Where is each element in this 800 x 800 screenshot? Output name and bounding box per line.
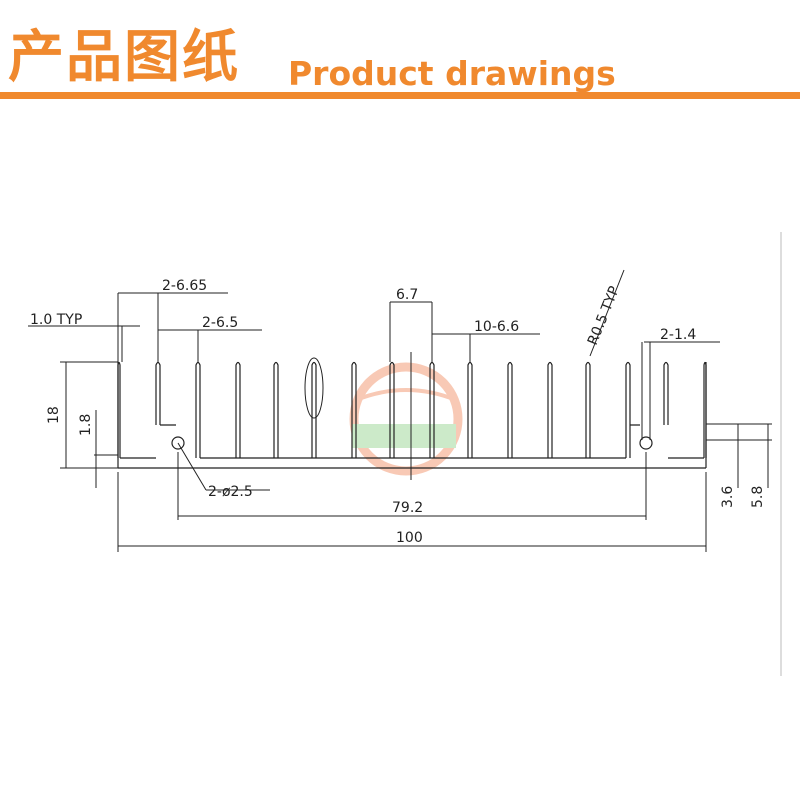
dim-base-right: 3.6 bbox=[720, 486, 736, 508]
dim-pitch-left2: 2-6.5 bbox=[202, 315, 238, 331]
title-chinese: 产品图纸 bbox=[8, 25, 240, 90]
fin bbox=[663, 361, 669, 425]
dim-fin-thickness: 1.0 TYP bbox=[30, 312, 82, 328]
fin bbox=[155, 361, 161, 425]
dim-base-right2: 5.8 bbox=[750, 486, 766, 508]
fin bbox=[351, 361, 357, 458]
dim-holes: 2-ø2.5 bbox=[208, 484, 253, 500]
dim-pitch-center: 6.7 bbox=[396, 287, 418, 303]
fin bbox=[467, 361, 473, 458]
fin bbox=[625, 361, 631, 458]
fin bbox=[585, 361, 591, 458]
title-english: Product drawings bbox=[288, 54, 616, 93]
fin bbox=[273, 361, 279, 458]
mounting-holes bbox=[171, 436, 653, 450]
dim-height: 18 bbox=[46, 406, 62, 424]
dim-pitch-main: 10-6.6 bbox=[474, 319, 519, 335]
fin bbox=[389, 361, 395, 458]
dim-pitch-left: 2-6.65 bbox=[162, 278, 207, 294]
fin bbox=[195, 361, 201, 458]
base-inner-line bbox=[120, 424, 704, 459]
center-slot bbox=[304, 357, 324, 419]
page-header: 产品图纸 Product drawings bbox=[0, 0, 800, 100]
dim-hole-spacing: 79.2 bbox=[392, 500, 423, 516]
dim-base-small: 1.8 bbox=[78, 414, 94, 436]
header-divider bbox=[0, 92, 800, 99]
globe-watermark-icon bbox=[349, 362, 463, 476]
fin bbox=[311, 361, 317, 458]
fin bbox=[507, 361, 513, 458]
fin bbox=[547, 361, 553, 458]
dim-overall-width: 100 bbox=[396, 530, 423, 546]
dimension-lines bbox=[28, 269, 772, 552]
heatsink-profile bbox=[117, 361, 707, 459]
fin bbox=[235, 361, 241, 458]
dim-slot: 2-1.4 bbox=[660, 327, 696, 343]
heatsink-base bbox=[117, 362, 707, 469]
fin bbox=[429, 361, 435, 458]
dim-radius: R0.5 TYP bbox=[585, 284, 623, 347]
